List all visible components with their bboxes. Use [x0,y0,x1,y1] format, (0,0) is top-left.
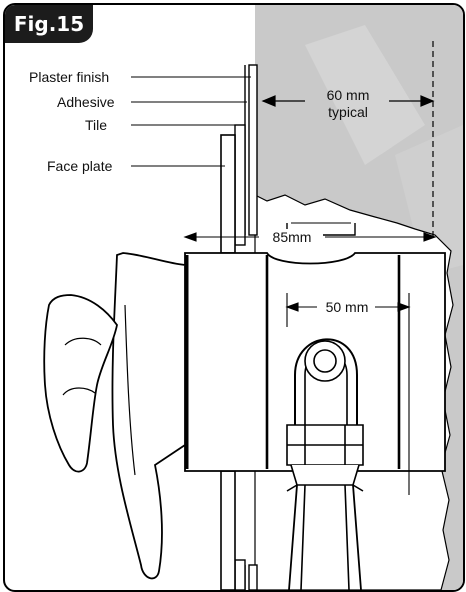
label-body-length: 85mm [261,229,323,245]
dimension-50mm [285,293,411,495]
label-plaster-finish: Plaster finish [29,69,110,85]
label-depth-value: 60 mm [326,87,370,103]
figure-frame: Fig.15 Plaster finish Adhesive Tile Face… [3,3,465,592]
wall-layers [234,64,258,590]
label-adhesive: Adhesive [57,94,115,110]
label-depth-note: typical [328,104,368,120]
dimension-85mm [183,232,437,242]
figure-label: Fig.15 [5,5,93,43]
diagram-drawing [43,5,463,590]
label-outlet-spacing: 50 mm [319,299,375,315]
lever-handle [43,252,186,580]
dimension-60mm [261,95,435,107]
outlet-pipe [286,338,364,590]
label-tile: Tile [85,117,108,133]
label-face-plate: Face plate [47,158,113,174]
face-plate [220,134,236,590]
label-leaders [131,76,251,167]
